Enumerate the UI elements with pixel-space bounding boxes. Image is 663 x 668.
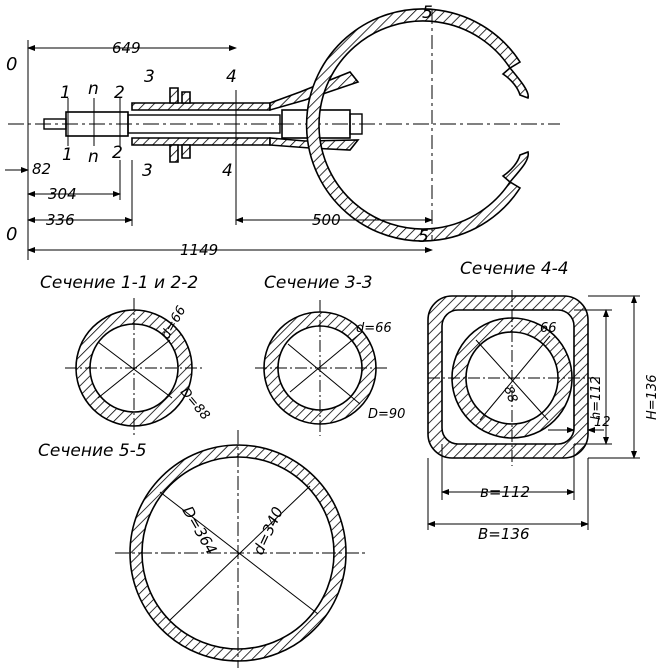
- plane-label-top: 0: [6, 54, 17, 75]
- flange-bottom: [169, 144, 179, 163]
- dim-649: 649: [112, 39, 141, 57]
- mark-4-top: 4: [226, 67, 237, 87]
- section-33-D: D=90: [368, 407, 405, 422]
- main-assembly-view: [8, 8, 560, 242]
- section-33-title: Сечение 3-3: [264, 273, 373, 293]
- section-44-H: H=136: [645, 375, 660, 420]
- mark-n-top: n: [88, 79, 99, 99]
- mark-3-bottom: 3: [142, 161, 153, 181]
- dim-500: 500: [312, 211, 341, 229]
- section-44-h: h=112: [589, 376, 604, 420]
- section-33-d: d=66: [356, 321, 392, 336]
- mark-n-bottom: n: [88, 147, 99, 167]
- section-12-title: Сечение 1-1 и 2-2: [40, 273, 198, 293]
- dim-304: 304: [48, 185, 77, 203]
- section-44-d-outer: 66: [540, 321, 557, 336]
- section-44-t: 12: [594, 415, 611, 430]
- flange-top: [169, 87, 179, 104]
- dim-1149: 1149: [180, 241, 218, 259]
- mark-3-top: 3: [144, 67, 155, 87]
- flange-ring: [181, 91, 191, 159]
- section-44-B: В=136: [478, 525, 530, 543]
- section-55-drawing: [115, 430, 365, 668]
- socket-lip-top: [501, 66, 530, 100]
- inner-rod: [127, 114, 281, 134]
- section-44-title: Сечение 4-4: [460, 259, 569, 279]
- dim-82: 82: [32, 160, 51, 178]
- socket-lip-bottom: [501, 150, 530, 184]
- mark-4-bottom: 4: [222, 161, 233, 181]
- outer-tube-top: [131, 102, 271, 111]
- section-44-b: в=112: [480, 483, 530, 501]
- mark-2-bottom: 2: [112, 143, 123, 163]
- dim-336: 336: [46, 211, 75, 229]
- section-55-title: Сечение 5-5: [38, 441, 147, 461]
- mark-1-top: 1: [60, 83, 71, 103]
- section-44-d-inner: 88: [500, 384, 520, 405]
- section-44-drawing: [427, 290, 640, 530]
- inner-nut-end: [349, 113, 363, 135]
- plane-label-bottom: 0: [6, 224, 17, 245]
- main-dimensions: [5, 40, 433, 260]
- section-12-drawing: [65, 298, 205, 438]
- section-12-D: D=88: [177, 385, 213, 423]
- outer-tube-bottom: [131, 137, 271, 146]
- mark-5-bottom: 5: [418, 227, 429, 247]
- section-33-drawing: [255, 300, 390, 436]
- socket-ring: [305, 8, 522, 242]
- mark-2-top: 2: [114, 83, 125, 103]
- mark-1-bottom: 1: [62, 145, 73, 165]
- mark-5-top: 5: [422, 3, 433, 23]
